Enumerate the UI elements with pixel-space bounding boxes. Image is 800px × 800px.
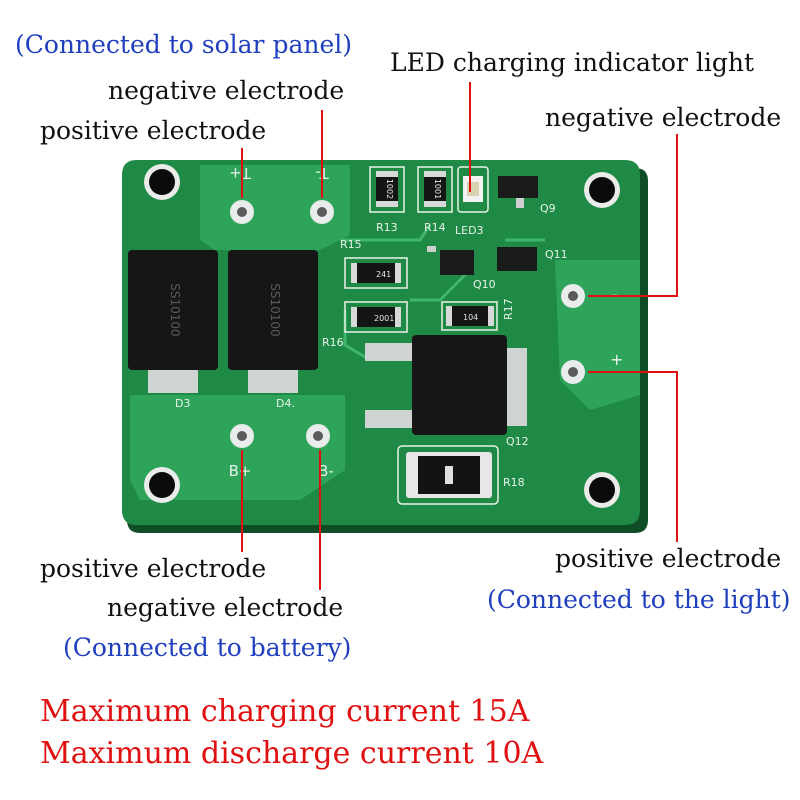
silk-q9: Q9 — [540, 202, 556, 215]
code-241: 241 — [376, 270, 391, 279]
silk-l-minus: - — [612, 285, 618, 304]
max-discharge-current: Maximum discharge current 10A — [40, 736, 544, 771]
d3-marking: SS10100 — [168, 283, 182, 336]
led-component — [457, 166, 489, 213]
solar-panel-note: (Connected to solar panel) — [15, 30, 352, 59]
silk-r15: R15 — [340, 238, 362, 251]
code-104: 104 — [463, 313, 478, 322]
max-charge-current: Maximum charging current 15A — [40, 694, 530, 729]
silk-r14: R14 — [424, 221, 446, 234]
silk-t-plus: T+ — [229, 164, 252, 182]
light-negative-line — [588, 134, 678, 297]
silk-b-plus: B+ — [229, 462, 252, 480]
silk-q10: Q10 — [473, 278, 496, 291]
resistor-r13 — [369, 166, 405, 213]
transistor-q11 — [497, 247, 537, 271]
battery-positive-label: positive electrode — [40, 554, 267, 583]
battery-negative-label: negative electrode — [107, 593, 344, 622]
solar-positive-label: positive electrode — [40, 116, 267, 145]
silk-d4: D4. — [276, 397, 295, 410]
transistor-q10 — [427, 246, 474, 275]
silk-d3: D3 — [175, 397, 190, 410]
resistor-r14 — [417, 166, 453, 213]
annotation-lines — [241, 82, 678, 590]
code-1001: 1001 — [433, 179, 442, 199]
silk-r16: R16 — [322, 336, 344, 349]
code-1002: 1002 — [385, 179, 394, 199]
silk-b-minus: B- — [318, 462, 334, 480]
diode-d4: SS10100 — [228, 250, 318, 393]
silk-r13: R13 — [376, 221, 398, 234]
d4-marking: SS10100 — [268, 283, 282, 336]
code-2001: 2001 — [374, 314, 394, 323]
silk-led3: LED3 — [455, 224, 484, 237]
silk-q12: Q12 — [506, 435, 529, 448]
solder-pads — [230, 200, 585, 448]
silk-q11: Q11 — [545, 248, 568, 261]
resistor-r18 — [397, 445, 499, 505]
component-codes: 241 2001 104 1002 1001 — [374, 179, 478, 323]
battery-note: (Connected to battery) — [63, 633, 352, 662]
solar-negative-label: negative electrode — [108, 76, 345, 105]
transistor-q9 — [498, 176, 538, 208]
silk-r17: R17 — [502, 298, 515, 320]
light-positive-label: positive electrode — [555, 544, 782, 573]
silk-l-plus: + — [610, 350, 623, 369]
resistor-r15 — [344, 257, 408, 289]
diode-d3: SS10100 — [128, 250, 218, 393]
led-indicator-label: LED charging indicator light — [390, 48, 754, 77]
mounting-holes — [144, 164, 620, 508]
light-positive-line — [588, 371, 678, 542]
resistor-r16 — [344, 301, 408, 333]
mosfet-q12 — [365, 335, 527, 435]
light-note: (Connected to the light) — [487, 585, 791, 614]
silk-r18: R18 — [503, 476, 525, 489]
light-negative-label: negative electrode — [545, 103, 782, 132]
resistor-r17 — [441, 301, 498, 331]
